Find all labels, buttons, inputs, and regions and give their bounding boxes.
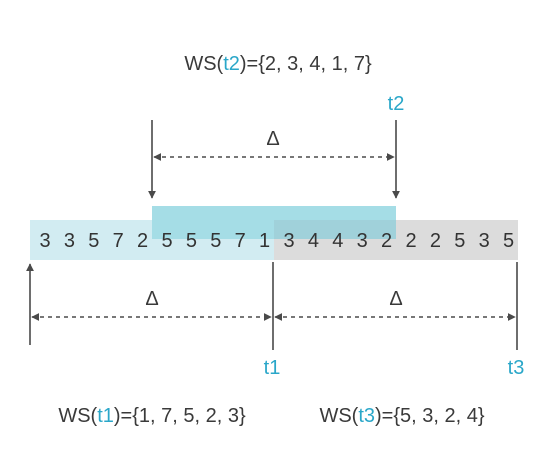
sequence-digit: 5 (503, 230, 514, 252)
sequence-digit: 5 (88, 230, 99, 252)
sequence-digit: 7 (113, 230, 124, 252)
ws-t2-label: WS(t2)={2, 3, 4, 1, 7} (184, 53, 372, 75)
sequence-digit: 5 (210, 230, 221, 252)
sequence-digit: 2 (137, 230, 148, 252)
sequence-digit: 3 (479, 230, 490, 252)
sequence-digit: 3 (357, 230, 368, 252)
sequence-digit: 1 (259, 230, 270, 252)
t2-marker-label: t2 (388, 93, 405, 115)
sequence-digit: 3 (64, 230, 75, 252)
window-t2-overlap (274, 220, 396, 239)
delta-t2-label: Δ (266, 128, 279, 150)
sequence-digit: 5 (186, 230, 197, 252)
sequence-digit: 3 (283, 230, 294, 252)
sequence-digit: 2 (405, 230, 416, 252)
sequence-digit: 5 (454, 230, 465, 252)
sequence-digit: 2 (381, 230, 392, 252)
sequence-digit: 5 (161, 230, 172, 252)
sequence-digit: 4 (308, 230, 319, 252)
delta-t1-label: Δ (145, 288, 158, 310)
ws-t3-label: WS(t3)={5, 3, 2, 4} (319, 405, 484, 427)
t1-marker-label: t1 (264, 357, 281, 379)
sequence-digit: 2 (430, 230, 441, 252)
t3-marker-label: t3 (508, 357, 525, 379)
sequence-digit: 3 (39, 230, 50, 252)
delta-t3-label: Δ (389, 288, 402, 310)
sequence-digit: 4 (332, 230, 343, 252)
sequence-digit: 7 (235, 230, 246, 252)
ws-t1-label: WS(t1)={1, 7, 5, 2, 3} (58, 405, 246, 427)
